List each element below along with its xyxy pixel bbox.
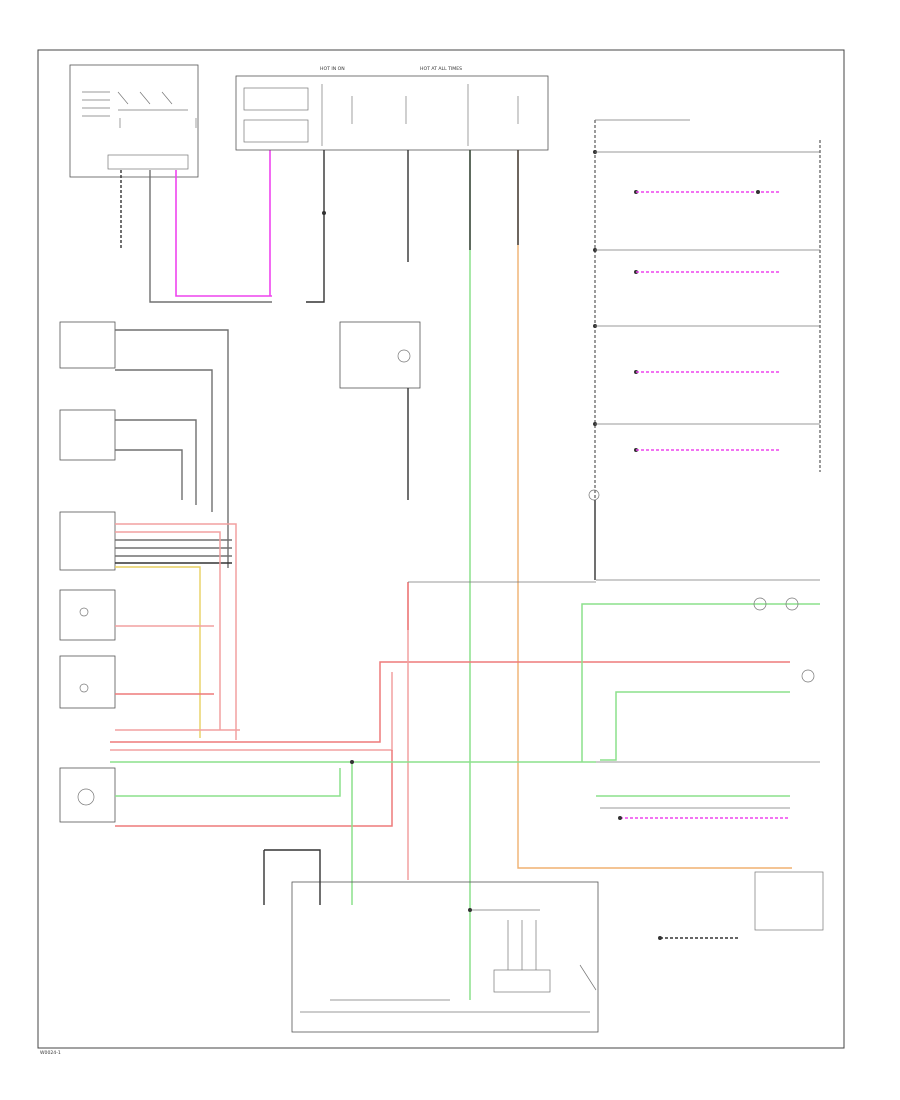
top-left-switch-box bbox=[69, 64, 199, 178]
wires-top-center bbox=[306, 150, 792, 1000]
left-modules bbox=[59, 321, 116, 823]
page-code: W0024-1 bbox=[40, 1050, 61, 1056]
fuse-block: HOT AT ALL TIMES HOT IN ON bbox=[235, 66, 549, 151]
wires-left-gray bbox=[115, 329, 232, 738]
combination-meter bbox=[263, 849, 599, 1033]
diagram-frame bbox=[37, 49, 845, 1049]
wires-top-left bbox=[120, 150, 272, 303]
right-switch-ladder bbox=[588, 119, 821, 580]
svg-text:HOT AT ALL TIMES: HOT AT ALL TIMES bbox=[420, 66, 462, 72]
svg-text:HOT IN ON: HOT IN ON bbox=[320, 66, 345, 72]
center-module bbox=[339, 321, 421, 500]
wires-right-lower bbox=[596, 597, 824, 940]
wires-green bbox=[110, 579, 820, 905]
wires-left-red bbox=[110, 523, 790, 880]
